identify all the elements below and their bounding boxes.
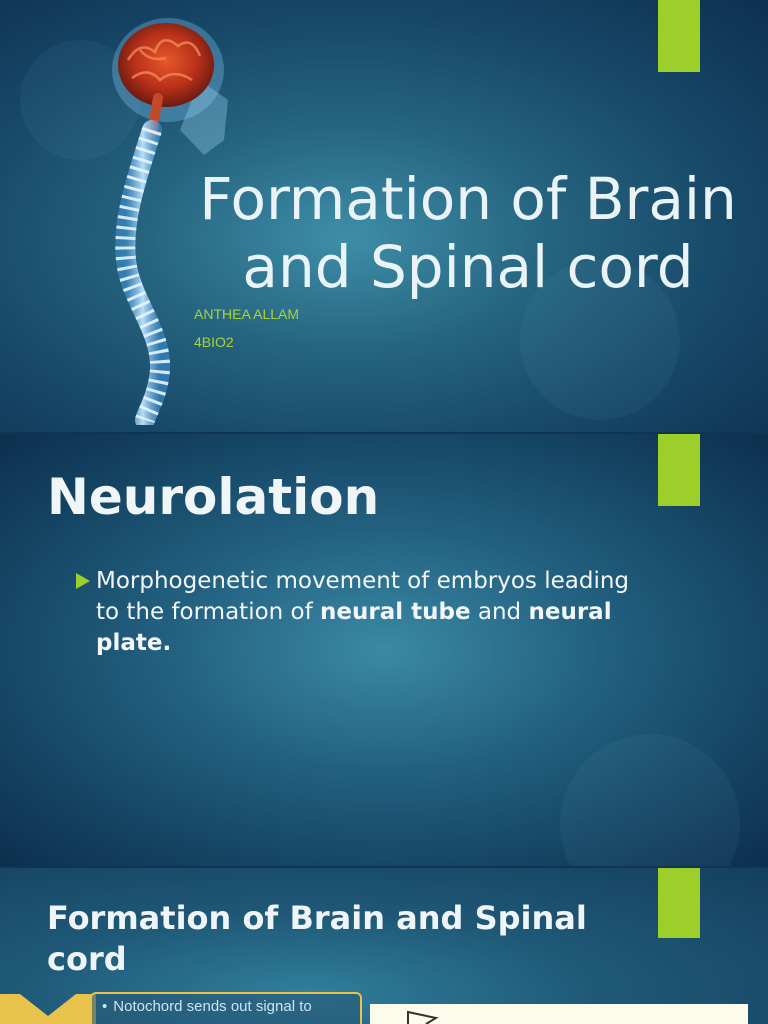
author-name: ANTHEA ALLAM bbox=[194, 306, 300, 322]
class-code: 4BIO2 bbox=[194, 334, 234, 350]
diagram-shape-icon bbox=[407, 1010, 439, 1024]
slide-heading: Formation of Brain and Spinal cord bbox=[47, 899, 587, 978]
bokeh-decoration bbox=[520, 260, 680, 420]
note-box: • Notochord sends out signal to bbox=[90, 992, 362, 1024]
bullet-dot-icon: • bbox=[102, 998, 108, 1015]
bold-term: neural tube bbox=[320, 599, 471, 625]
bullet-item: Morphogenetic movement of embryos leadin… bbox=[76, 566, 646, 659]
bullet-arrow-icon bbox=[76, 573, 90, 589]
slide-neurolation: Neurolation Morphogenetic movement of em… bbox=[0, 434, 768, 866]
bullet-text: Morphogenetic movement of embryos leadin… bbox=[96, 568, 630, 656]
bold-term: neural plate. bbox=[96, 599, 612, 656]
slide-title-heading: Formation of Brain and Spinal cord bbox=[199, 165, 737, 301]
slide-title: Formation of Brain and Spinal cord ANTHE… bbox=[0, 0, 768, 432]
note-text: Notochord sends out signal to bbox=[113, 998, 312, 1015]
accent-bar bbox=[658, 868, 700, 938]
brain-and-spine-illustration bbox=[112, 18, 228, 425]
chevron-arrow-icon bbox=[0, 994, 96, 1024]
diagram-panel bbox=[370, 1004, 748, 1024]
slide-heading: Neurolation bbox=[47, 468, 380, 526]
accent-bar bbox=[658, 434, 700, 506]
bokeh-decoration bbox=[560, 734, 740, 866]
slide-formation: Formation of Brain and Spinal cord • Noto… bbox=[0, 868, 768, 1024]
accent-bar bbox=[658, 0, 700, 72]
